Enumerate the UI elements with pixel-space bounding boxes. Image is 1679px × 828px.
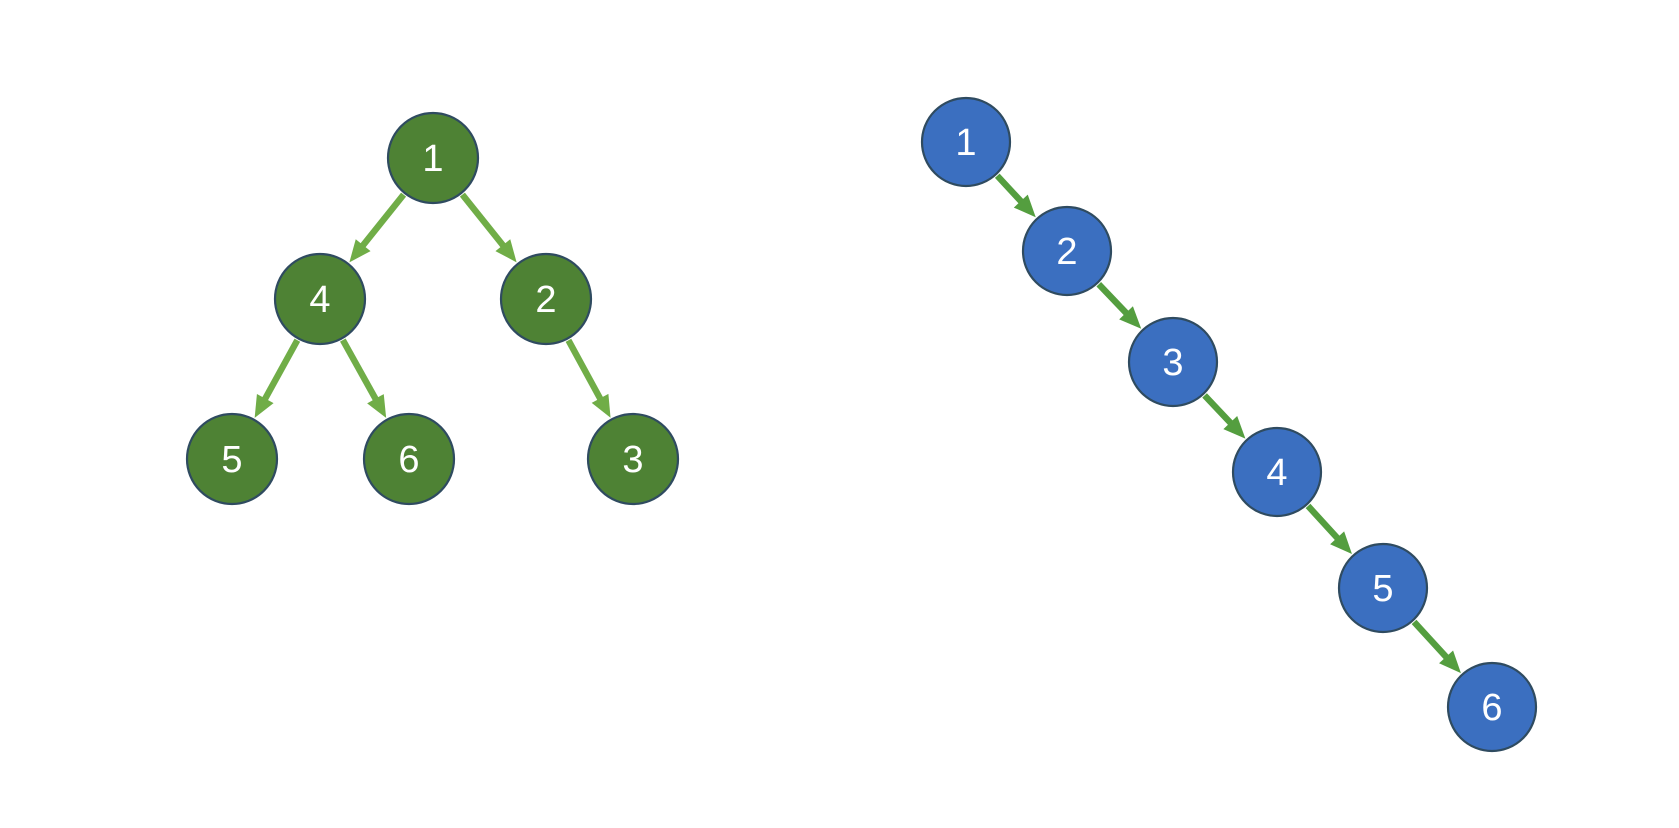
node-label: 1	[955, 122, 976, 164]
edge-shaft	[340, 338, 380, 403]
arrow-head-icon	[349, 239, 371, 263]
linked-list-node-2[interactable]: 2	[1021, 205, 1113, 297]
node-label: 6	[398, 439, 419, 481]
arrow-head-icon	[1223, 416, 1246, 439]
linked-list-edge-5-to-6	[1411, 619, 1461, 674]
binary-tree-node-4[interactable]: 4	[273, 252, 367, 346]
node-circle[interactable]	[1337, 542, 1429, 634]
arrow-head-icon	[1119, 306, 1142, 329]
node-label: 4	[309, 279, 330, 321]
edge-shaft	[994, 173, 1026, 206]
binary-tree-edge-2-to-3	[565, 338, 611, 418]
arrow-head-icon	[495, 239, 517, 263]
node-label: 3	[1162, 342, 1183, 384]
edge-shaft	[1411, 619, 1451, 662]
edge-shaft	[1202, 393, 1235, 427]
linked-list-edge-1-to-2	[994, 173, 1036, 218]
linked-list-node-5[interactable]: 5	[1337, 542, 1429, 634]
binary-tree-edge-1-to-2	[459, 192, 517, 263]
binary-tree-node-6[interactable]: 6	[362, 412, 456, 506]
edge-shaft	[261, 338, 301, 403]
node-circle[interactable]	[586, 412, 680, 506]
node-label: 2	[1056, 231, 1077, 273]
arrow-head-icon	[367, 394, 387, 418]
edge-shaft	[358, 192, 407, 250]
arrow-head-icon	[1013, 194, 1036, 218]
binary-tree-edge-4-to-5	[254, 338, 301, 418]
node-label: 1	[422, 138, 443, 180]
node-label: 2	[535, 279, 556, 321]
node-circle[interactable]	[362, 412, 456, 506]
node-circle[interactable]	[920, 96, 1012, 188]
linked-list-edge-3-to-4	[1202, 393, 1246, 439]
linked-list-node-3[interactable]: 3	[1127, 316, 1219, 408]
node-circle[interactable]	[273, 252, 367, 346]
edge-shaft	[1305, 503, 1342, 543]
node-circle[interactable]	[1446, 661, 1538, 753]
node-circle[interactable]	[499, 252, 593, 346]
node-label: 5	[221, 439, 242, 481]
node-label: 6	[1481, 687, 1502, 729]
node-circle[interactable]	[185, 412, 279, 506]
node-circle[interactable]	[1127, 316, 1219, 408]
edge-shaft	[565, 338, 605, 403]
arrow-head-icon	[254, 393, 274, 418]
edge-shaft	[1096, 282, 1131, 318]
binary-tree-node-1[interactable]: 1	[386, 111, 480, 205]
binary-tree-edge-4-to-6	[340, 338, 387, 418]
arrow-head-icon	[1330, 531, 1352, 555]
node-circle[interactable]	[1021, 205, 1113, 297]
node-label: 5	[1372, 568, 1393, 610]
node-label: 4	[1266, 452, 1287, 494]
node-label: 3	[622, 439, 643, 481]
binary-tree-node-3[interactable]: 3	[586, 412, 680, 506]
edges-layer	[254, 173, 1461, 674]
arrow-head-icon	[591, 393, 611, 418]
arrow-head-icon	[1439, 650, 1461, 674]
node-circle[interactable]	[1231, 426, 1323, 518]
linked-list-node-4[interactable]: 4	[1231, 426, 1323, 518]
linked-list-node-1[interactable]: 1	[920, 96, 1012, 188]
nodes-layer: 1 4 2 5 6 3 1 2 3 4 5 6	[185, 96, 1538, 753]
edge-shaft	[459, 192, 508, 250]
node-circle[interactable]	[386, 111, 480, 205]
linked-list-node-6[interactable]: 6	[1446, 661, 1538, 753]
binary-tree-node-5[interactable]: 5	[185, 412, 279, 506]
linked-list-edge-4-to-5	[1305, 503, 1352, 555]
binary-tree-node-2[interactable]: 2	[499, 252, 593, 346]
linked-list-edge-2-to-3	[1096, 282, 1142, 329]
binary-tree-edge-1-to-4	[349, 192, 407, 263]
